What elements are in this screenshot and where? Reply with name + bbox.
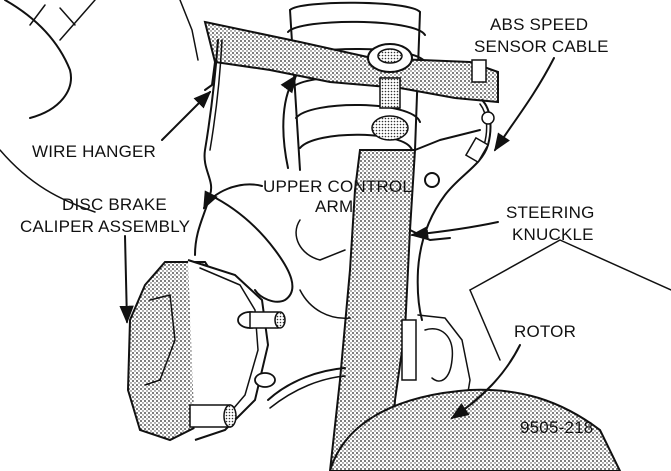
abs-speed-sensor-cable-label-line1: ABS SPEED — [490, 15, 588, 34]
abs-sensor-cable — [416, 99, 495, 321]
disc-brake-caliper-label-line2: CALIPER ASSEMBLY — [20, 217, 190, 236]
rotor-label: ROTOR — [514, 322, 576, 341]
wire-hanger — [194, 39, 294, 303]
brake-hose — [267, 367, 346, 409]
leader-lines — [119, 57, 555, 419]
abs-cable-leader — [494, 57, 555, 152]
steering-knuckle-label-line2: KNUCKLE — [512, 225, 594, 244]
rotor — [328, 239, 671, 471]
fender-outline — [0, 0, 199, 213]
disc-brake-caliper-label-line1: DISC BRAKE — [62, 195, 167, 214]
wire-hanger-label: WIRE HANGER — [32, 142, 156, 161]
abs-speed-sensor-cable-label-line2: SENSOR CABLE — [474, 37, 609, 56]
steering-knuckle-leader — [410, 221, 499, 241]
steering-knuckle-label-line1: STEERING — [506, 203, 595, 222]
disc-brake-caliper-assembly — [126, 259, 286, 442]
wire-hanger-leader — [161, 90, 212, 141]
upper-control-arm-leader-left — [203, 183, 263, 210]
caliper-leader — [119, 235, 134, 324]
callout-labels: ABS SPEED SENSOR CABLE WIRE HANGER UPPER… — [20, 15, 609, 437]
figure-number: 9505-218 — [520, 418, 593, 437]
upper-control-arm-label-line1: UPPER CONTROL — [263, 177, 412, 196]
steering-knuckle-body — [295, 129, 481, 471]
upper-control-arm — [203, 20, 499, 141]
upper-control-arm-leader-up — [280, 74, 298, 169]
upper-control-arm-label-line2: ARM — [315, 197, 353, 216]
rotor-leader — [450, 344, 521, 419]
